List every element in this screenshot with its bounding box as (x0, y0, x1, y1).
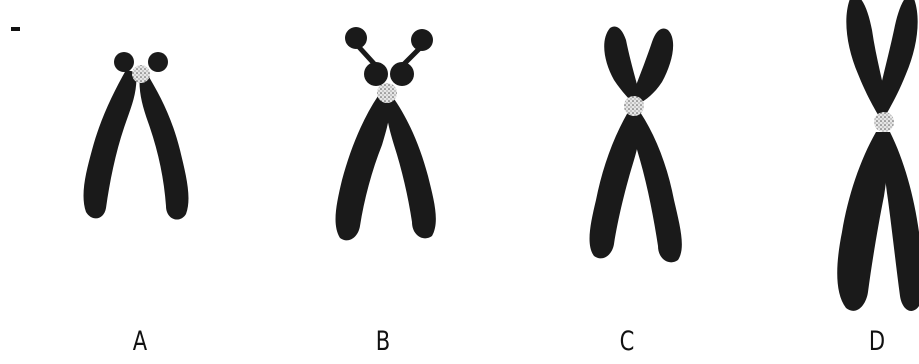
chromosome-c-lower-left-arm (590, 112, 641, 258)
chromosome-c-lower-right-arm (632, 112, 681, 262)
chromosome-b (336, 27, 436, 240)
chromosome-b-short-arm-right (390, 62, 414, 86)
chromosome-b-centromere (377, 83, 397, 103)
chromosome-b-satellite-left (345, 27, 367, 49)
chromosome-c (590, 27, 682, 263)
chromosome-label-c: C (611, 326, 642, 358)
chromosome-d-lower-left-arm (837, 132, 889, 311)
chromosome-c-centromere (624, 96, 644, 116)
chromosome-a (84, 52, 189, 220)
chromosome-b-satellite-right (411, 29, 433, 51)
chromosome-d-upper-right-arm (876, 0, 918, 118)
chromosome-c-upper-right-arm (632, 29, 673, 105)
chromosome-a-short-arm-right (148, 52, 168, 72)
chromosome-d-centromere (874, 112, 894, 132)
chromosome-b-left-chromatid (336, 96, 391, 240)
chromosome-b-right-chromatid (386, 96, 435, 238)
chromosome-label-d: D (861, 326, 892, 358)
chromosome-b-short-arm-left (364, 62, 388, 86)
chromosome-a-centromere (132, 65, 150, 83)
chromosome-a-short-arm-left (114, 52, 134, 72)
chromosome-label-b: B (367, 326, 398, 358)
chromosome-a-right-chromatid (139, 72, 188, 220)
chromosome-d (837, 0, 919, 311)
chromosome-d-lower-right-arm (883, 132, 919, 311)
chromosome-a-left-chromatid (84, 70, 137, 218)
chromosome-label-a: A (124, 326, 155, 358)
